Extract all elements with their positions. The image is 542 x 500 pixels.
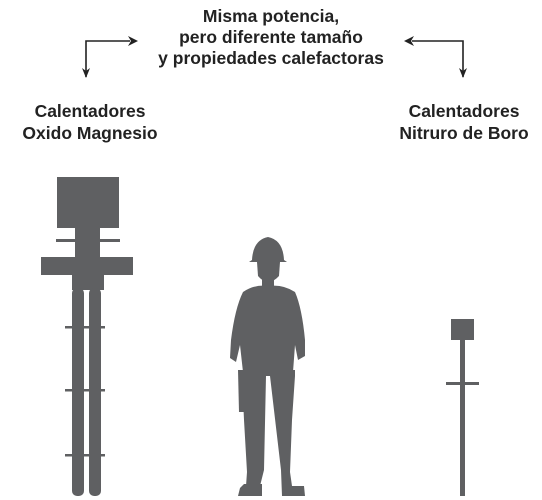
caption-left-line-2: Oxido Magnesio <box>22 123 158 143</box>
caption-magnesium-oxide: Calentadores Oxido Magnesio <box>4 100 176 144</box>
worker-silhouette-icon <box>230 237 305 496</box>
headline: Misma potencia, pero diferente tamaño y … <box>0 6 542 69</box>
magnesium-oxide-heater-icon <box>41 177 133 496</box>
boron-nitride-heater-icon <box>446 319 479 496</box>
left-elbow-arrow-icon <box>82 36 138 78</box>
caption-boron-nitride: Calentadores Nitruro de Boro <box>386 100 542 144</box>
headline-line-3: y propiedades calefactoras <box>158 48 384 68</box>
headline-line-2: pero diferente tamaño <box>179 27 363 47</box>
caption-right-line-1: Calentadores <box>408 101 520 121</box>
caption-left-line-1: Calentadores <box>34 101 146 121</box>
caption-right-line-2: Nitruro de Boro <box>399 123 529 143</box>
right-elbow-arrow-icon <box>404 36 467 78</box>
headline-line-1: Misma potencia, <box>202 6 340 26</box>
